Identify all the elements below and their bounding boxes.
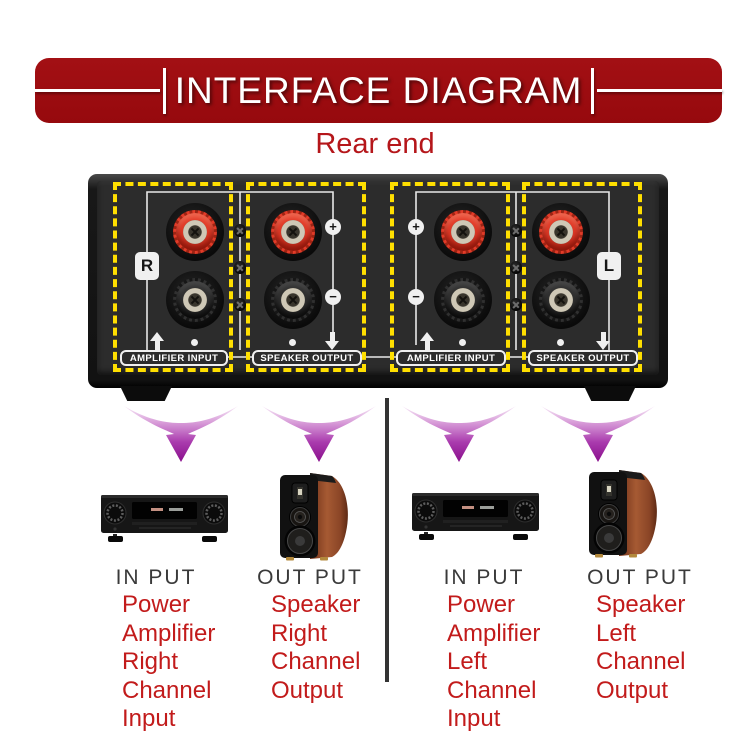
- down-funnel-arrow-icon: [262, 406, 376, 462]
- label-speaker-output-left: SPEAKER OUTPUT: [528, 350, 638, 366]
- up-arrow-icon: [150, 332, 164, 350]
- description-line: Power: [447, 591, 516, 618]
- label-amplifier-input-left: AMPLIFIER INPUT: [396, 350, 506, 366]
- column-header-output-left: OUT PUT: [587, 566, 693, 589]
- group-box-speaker-output-right: [246, 182, 366, 372]
- binding-post-black[interactable]: [532, 271, 590, 329]
- description-line: Right: [122, 648, 179, 675]
- section-divider: [385, 398, 389, 682]
- banner: INTERFACE DIAGRAM: [35, 58, 723, 123]
- group-box-amp-input-right: [113, 182, 233, 372]
- description-line: Channel: [122, 676, 212, 704]
- label-amplifier-input-right: AMPLIFIER INPUT: [120, 350, 228, 366]
- chassis-screw-icon: [234, 224, 246, 237]
- down-arrow-icon: [596, 332, 610, 350]
- description-line: Power: [122, 591, 191, 618]
- description-amp-right-input: Power Amplifier Right Channel Input: [122, 591, 215, 734]
- subtitle: Rear end: [315, 128, 435, 160]
- group-box-speaker-output-left: [522, 182, 642, 372]
- power-amplifier-image: [101, 495, 228, 542]
- post-screw-icon: [451, 220, 475, 244]
- binding-post-black[interactable]: [166, 271, 224, 329]
- right-channel-badge: R: [135, 252, 159, 280]
- post-screw-icon: [183, 288, 207, 312]
- description-line: Channel: [596, 648, 686, 675]
- post-screw-icon: [281, 220, 305, 244]
- down-arrow-icon: [325, 332, 339, 350]
- description-line: Channel: [271, 648, 361, 675]
- post-screw-icon: [549, 288, 573, 312]
- chassis-screw-icon: [234, 298, 246, 311]
- description-speaker-right-output: Speaker Right Channel Output: [271, 591, 360, 705]
- binding-post-black[interactable]: [434, 271, 492, 329]
- chassis-screw-icon: [234, 261, 246, 274]
- up-arrow-icon: [420, 332, 434, 350]
- left-channel-badge: L: [597, 252, 621, 280]
- description-line: Left: [447, 648, 488, 675]
- description-line: Input: [122, 705, 176, 732]
- binding-post-red[interactable]: [166, 203, 224, 261]
- description-speaker-left-output: Speaker Left Channel Output: [596, 591, 685, 705]
- speaker-image: [280, 473, 348, 561]
- description-line: Speaker: [596, 591, 686, 618]
- plus-icon: +: [325, 219, 341, 235]
- dot-icon: [289, 339, 296, 346]
- description-amp-left-input: Power Amplifier Left Channel Input: [447, 591, 540, 734]
- description-line: Amplifier: [447, 619, 541, 647]
- dot-icon: [459, 339, 466, 346]
- power-amplifier-image: [412, 493, 539, 540]
- description-line: Channel: [447, 676, 537, 704]
- banner-rule-right: [597, 89, 723, 92]
- plus-icon: +: [408, 219, 424, 235]
- down-funnel-arrow-icon: [402, 406, 516, 462]
- banner-tick-right: [591, 67, 595, 114]
- binding-post-red[interactable]: [532, 203, 590, 261]
- banner-rule-left: [35, 89, 160, 92]
- binding-post-black[interactable]: [264, 271, 322, 329]
- post-screw-icon: [281, 288, 305, 312]
- column-header-input-right: IN PUT: [115, 566, 197, 589]
- post-screw-icon: [451, 288, 475, 312]
- dot-icon: [557, 339, 564, 346]
- device-foot: [584, 386, 636, 401]
- column-header-output-right: OUT PUT: [257, 566, 363, 589]
- device-foot: [120, 386, 172, 401]
- description-line: Amplifier: [122, 619, 216, 647]
- minus-icon: −: [408, 289, 424, 305]
- chassis-screw-icon: [510, 261, 522, 274]
- page-title: INTERFACE DIAGRAM: [174, 69, 583, 111]
- post-screw-icon: [183, 220, 207, 244]
- speaker-switch-rear-panel: R L + − + − AMPLIFIER INPUT SPEAKER OUTP…: [88, 174, 668, 401]
- chassis-screw-icon: [510, 224, 522, 237]
- column-header-input-left: IN PUT: [443, 566, 525, 589]
- description-line: Input: [447, 705, 501, 732]
- down-funnel-arrow-icon: [124, 406, 238, 462]
- description-line: Right: [271, 619, 328, 647]
- description-line: Left: [596, 619, 637, 647]
- down-funnel-arrow-icon: [541, 406, 655, 462]
- description-line: Output: [596, 676, 669, 704]
- chassis-screw-icon: [510, 298, 522, 311]
- description-line: Output: [271, 676, 344, 704]
- minus-icon: −: [325, 289, 341, 305]
- speaker-image: [589, 470, 657, 558]
- binding-post-red[interactable]: [264, 203, 322, 261]
- post-screw-icon: [549, 220, 573, 244]
- dot-icon: [191, 339, 198, 346]
- description-line: Speaker: [271, 591, 361, 618]
- binding-post-red[interactable]: [434, 203, 492, 261]
- label-speaker-output-right: SPEAKER OUTPUT: [252, 350, 362, 366]
- banner-tick-left: [162, 67, 166, 114]
- group-box-amp-input-left: [390, 182, 510, 372]
